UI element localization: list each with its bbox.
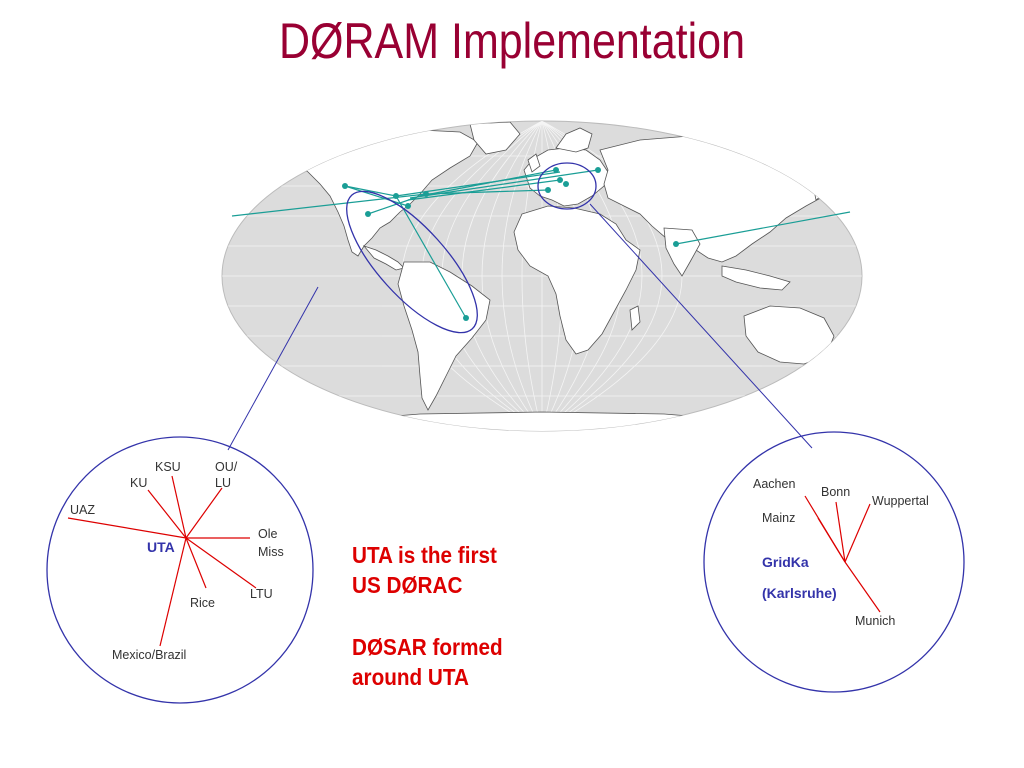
site-label-ole: Ole (258, 527, 278, 541)
site-label-munich: Munich (855, 614, 895, 628)
scandinavia (555, 127, 593, 153)
antarctica (298, 411, 792, 431)
note-line: UTA is the first (352, 542, 497, 568)
world-map (221, 120, 863, 432)
network-node (673, 241, 679, 247)
india (663, 227, 701, 277)
network-nodes (342, 167, 679, 321)
note-line: US DØRAC (352, 572, 463, 598)
network-node (545, 187, 551, 193)
se-asia (721, 265, 791, 291)
site-label-ltu: LTU (250, 587, 273, 601)
site-label-uaz: UAZ (70, 503, 95, 517)
americas-highlight (346, 190, 478, 334)
site-label-ou: OU/ (215, 460, 238, 474)
site-label-mexico-brazil: Mexico/Brazil (112, 648, 186, 662)
gridka-spokes (804, 495, 881, 613)
site-label-lu: LU (215, 476, 231, 490)
site-label-aachen: Aachen (753, 477, 795, 491)
greenland (469, 121, 521, 155)
europe (523, 147, 609, 207)
connector-line-dosar (227, 286, 319, 451)
note-line: DØSAR formed (352, 634, 503, 660)
africa (513, 205, 641, 355)
site-label-rice: Rice (190, 596, 215, 610)
network-node (463, 315, 469, 321)
network-node (342, 183, 348, 189)
europe-highlight (537, 162, 597, 210)
gridka-cluster: Aachen Bonn Wuppertal Mainz Munich GridK… (703, 431, 965, 693)
note-line: around UTA (352, 664, 469, 690)
hub-label-uta: UTA (147, 539, 175, 555)
site-label-ksu: KSU (155, 460, 181, 474)
british-isles (527, 153, 541, 173)
new-zealand (845, 355, 857, 379)
hub-label-gridka: GridKa (762, 554, 809, 570)
hub-label-karlsruhe: (Karlsruhe) (762, 585, 837, 601)
site-label-ku: KU (130, 476, 147, 490)
network-node (423, 191, 429, 197)
network-node (563, 181, 569, 187)
site-label-bonn: Bonn (821, 485, 850, 499)
dosar-spokes (67, 475, 257, 647)
network-node (553, 167, 559, 173)
site-label-miss: Miss (258, 545, 284, 559)
network-node (393, 193, 399, 199)
site-label-wuppertal: Wuppertal (872, 494, 929, 508)
note-dosar-formed: DØSAR formed around UTA (352, 632, 503, 692)
dosar-cluster: KSU KU OU/ LU UAZ Ole Miss LTU Rice Mexi… (46, 436, 314, 704)
north-america (295, 129, 479, 257)
network-node (365, 211, 371, 217)
site-label-mainz: Mainz (762, 511, 795, 525)
page-title: DØRAM Implementation (278, 13, 745, 69)
connector-line-gridka (589, 203, 813, 449)
network-node (405, 203, 411, 209)
note-uta-first: UTA is the first US DØRAC (352, 540, 497, 600)
madagascar (629, 305, 641, 331)
network-node (595, 167, 601, 173)
network-node (557, 177, 563, 183)
